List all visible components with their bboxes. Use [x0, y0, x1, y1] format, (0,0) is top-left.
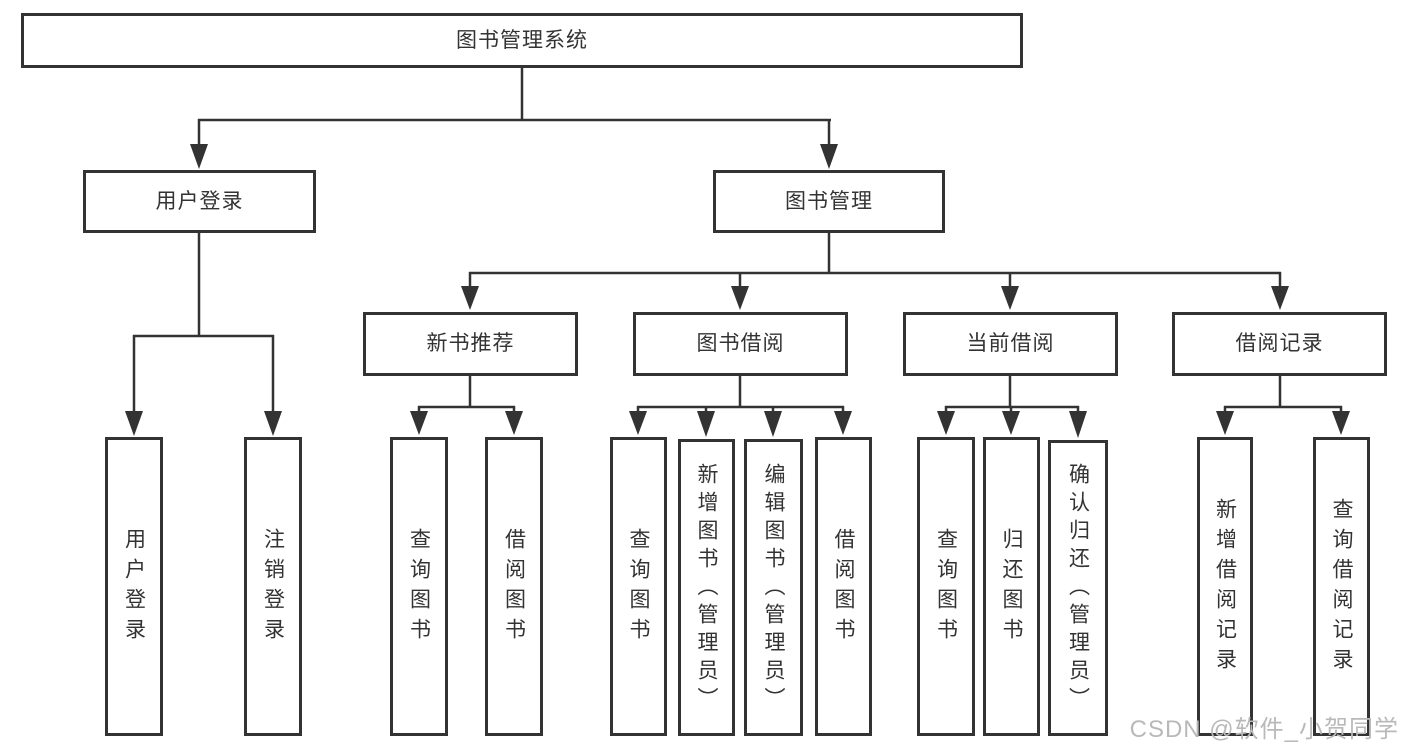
- node-leaf-user-login: 用户登录: [105, 437, 163, 736]
- node-leaf-query-borrow-record: 查询借阅记录: [1313, 437, 1370, 736]
- arrowheads: [125, 144, 1350, 438]
- node-leaf-query-book-3: 查询图书: [917, 437, 975, 736]
- node-leaf-return-book: 归还图书: [983, 437, 1040, 736]
- node-new-book-recommend: 新书推荐: [363, 312, 578, 376]
- node-leaf-borrow-book-2: 借阅图书: [815, 437, 872, 736]
- node-leaf-confirm-return-admin: 确认归还（管理员）: [1048, 440, 1108, 736]
- node-user-login: 用户登录: [83, 170, 316, 233]
- node-leaf-add-book-admin: 新增图书（管理员）: [678, 439, 735, 736]
- node-leaf-query-book-1: 查询图书: [390, 437, 448, 736]
- node-book-borrow: 图书借阅: [633, 312, 848, 376]
- node-leaf-query-book-2: 查询图书: [610, 437, 667, 736]
- node-leaf-add-borrow-record: 新增借阅记录: [1197, 437, 1253, 736]
- node-leaf-logout: 注销登录: [244, 437, 302, 736]
- node-leaf-edit-book-admin: 编辑图书（管理员）: [744, 439, 803, 736]
- node-leaf-borrow-book-1: 借阅图书: [485, 437, 543, 736]
- node-current-borrow: 当前借阅: [903, 312, 1118, 376]
- node-book-management: 图书管理: [713, 170, 945, 233]
- node-root-system: 图书管理系统: [21, 13, 1023, 68]
- node-borrow-records: 借阅记录: [1172, 312, 1387, 376]
